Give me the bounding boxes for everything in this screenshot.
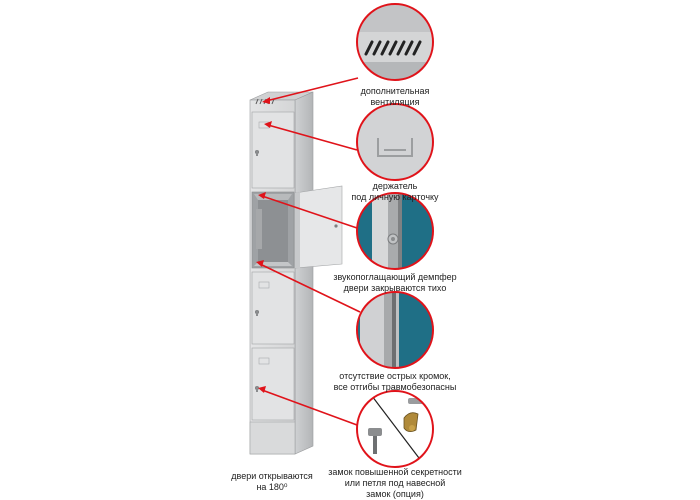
- caption-line: двери закрываются тихо: [343, 283, 447, 293]
- caption-line: или петля под навесной: [344, 478, 446, 488]
- open-compartment: [251, 191, 295, 269]
- card-holder-icon: [377, 138, 413, 157]
- pointer-lock: [261, 389, 358, 426]
- caption-line: держатель: [372, 181, 418, 191]
- door-4: [251, 347, 295, 421]
- detail-circle-ventilation: [356, 3, 434, 81]
- arrowhead-damper: [258, 192, 266, 199]
- detail-circle-lock: [356, 390, 434, 468]
- caption-line: вентиляция: [370, 97, 420, 107]
- caption-line: замок (опция): [366, 489, 424, 499]
- caption-line: двери открываются: [231, 471, 313, 481]
- caption-line: дополнительная: [360, 86, 430, 96]
- caption-ventilation: дополнительная вентиляция: [345, 86, 445, 108]
- pointer-damper: [261, 195, 358, 229]
- open-door: [294, 185, 343, 269]
- caption-door-opening: двери открываются на 180⁰: [222, 471, 322, 493]
- callout-lines: [256, 77, 361, 426]
- edge-profile-icon: [384, 292, 399, 368]
- caption-line: отсутствие острых кромок,: [339, 371, 451, 381]
- arrowhead-edges: [256, 260, 264, 267]
- caption-lock: замок повышенной секретности или петля п…: [325, 467, 465, 500]
- caption-edges: отсутствие острых кромок, все отгибы тра…: [325, 371, 465, 393]
- pointer-edges: [259, 263, 361, 313]
- detail-circle-card-holder: [356, 103, 434, 181]
- caption-line: под личную карточку: [351, 192, 439, 202]
- arrowhead-ventilation: [262, 97, 270, 104]
- door-3: [251, 271, 295, 345]
- damper-icon: [387, 233, 399, 245]
- arrowhead-card-holder: [264, 121, 272, 128]
- vent-slots-icon: [364, 40, 422, 56]
- caption-line: замок повышенной секретности: [328, 467, 462, 477]
- door-1: [251, 111, 295, 189]
- cabinet-plinth: [249, 421, 296, 455]
- detail-circle-edges: [356, 291, 434, 369]
- pointer-ventilation: [265, 77, 359, 102]
- caption-line: все отгибы травмобезопасны: [333, 382, 457, 392]
- detail-circle-damper: [356, 192, 434, 270]
- caption-line: на 180⁰: [256, 482, 288, 492]
- caption-damper: звукопоглащающий демпфер двери закрывают…: [325, 272, 465, 294]
- caption-card-holder: держатель под личную карточку: [340, 181, 450, 203]
- arrowhead-lock: [258, 386, 266, 393]
- pointer-card-holder: [267, 124, 358, 151]
- caption-line: звукопоглащающий демпфер: [333, 272, 457, 282]
- cabinet-side: [294, 91, 314, 455]
